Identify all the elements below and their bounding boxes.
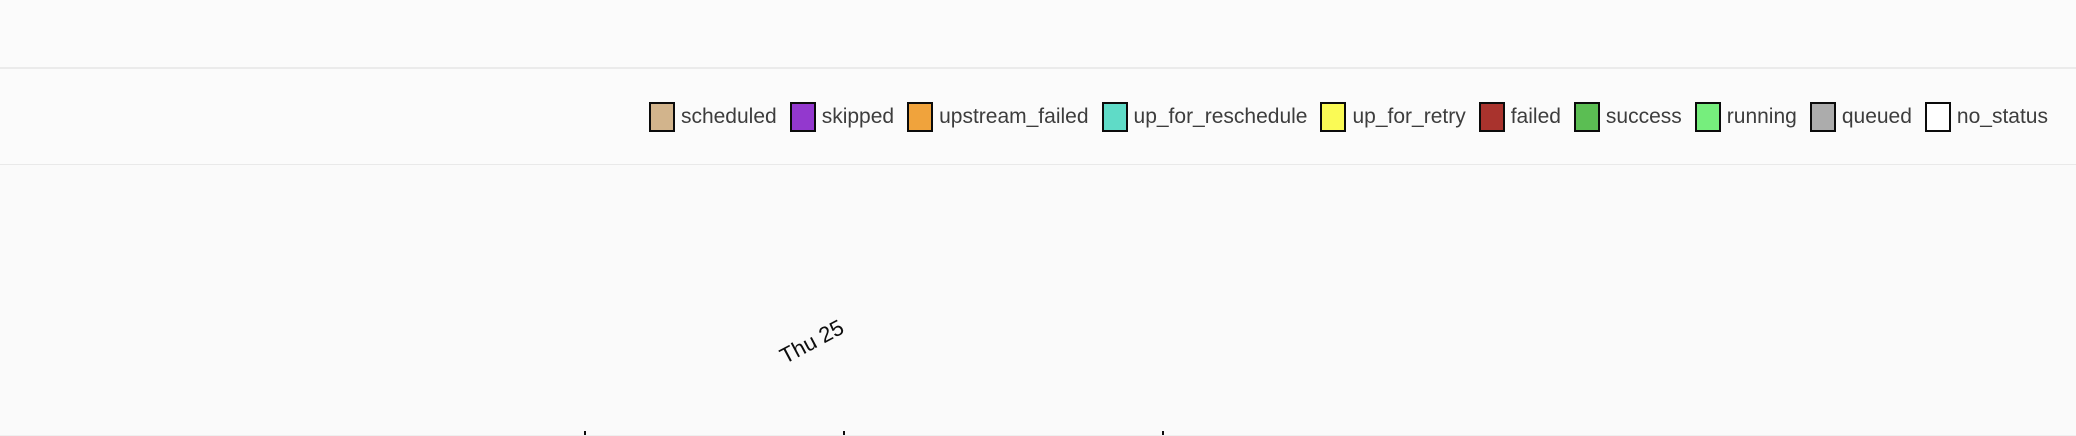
legend-label: up_for_retry [1352, 104, 1466, 128]
legend-item-no_status: no_status [1924, 101, 2048, 132]
legend-swatch-no_status [1924, 101, 1951, 132]
legend-swatch-scheduled [648, 101, 675, 132]
legend-band: scheduled skipped upstream_failed up_for_re… [0, 69, 2076, 165]
legend-label: upstream_failed [939, 104, 1089, 128]
legend-item-up_for_retry: up_for_retry [1320, 101, 1466, 132]
legend-label: queued [1841, 104, 1912, 128]
axis-date-label: Thu 25 [775, 314, 848, 369]
legend-label: no_status [1956, 104, 2048, 128]
legend-swatch-failed [1478, 101, 1505, 132]
legend-label: running [1726, 104, 1797, 128]
axis-tick-end [1162, 431, 1164, 435]
legend-swatch-up_for_retry [1320, 101, 1347, 132]
legend-swatch-success [1573, 101, 1600, 132]
legend-item-running: running [1694, 101, 1797, 132]
legend-item-success: success [1573, 101, 1682, 132]
legend-swatch-up_for_reschedule [1101, 101, 1128, 132]
axis-tick-thu-25 [843, 431, 845, 435]
status-chart-area: Thu 25 [0, 166, 2076, 435]
legend-label: up_for_reschedule [1133, 104, 1308, 128]
state-legend: scheduled skipped upstream_failed up_for_re… [648, 101, 2048, 132]
axis-tick-start [584, 431, 586, 435]
legend-item-scheduled: scheduled [648, 101, 777, 132]
legend-item-up_for_reschedule: up_for_reschedule [1101, 101, 1308, 132]
legend-label: skipped [821, 104, 895, 128]
legend-label: failed [1510, 104, 1561, 128]
legend-item-upstream_failed: upstream_failed [907, 101, 1089, 132]
legend-label: success [1605, 104, 1682, 128]
legend-swatch-upstream_failed [907, 101, 934, 132]
legend-swatch-skipped [789, 101, 816, 132]
legend-swatch-running [1694, 101, 1721, 132]
legend-swatch-queued [1809, 101, 1836, 132]
legend-label: scheduled [680, 104, 777, 128]
legend-item-queued: queued [1809, 101, 1912, 132]
header-strip [0, 0, 2076, 69]
legend-item-skipped: skipped [789, 101, 895, 132]
legend-item-failed: failed [1478, 101, 1561, 132]
